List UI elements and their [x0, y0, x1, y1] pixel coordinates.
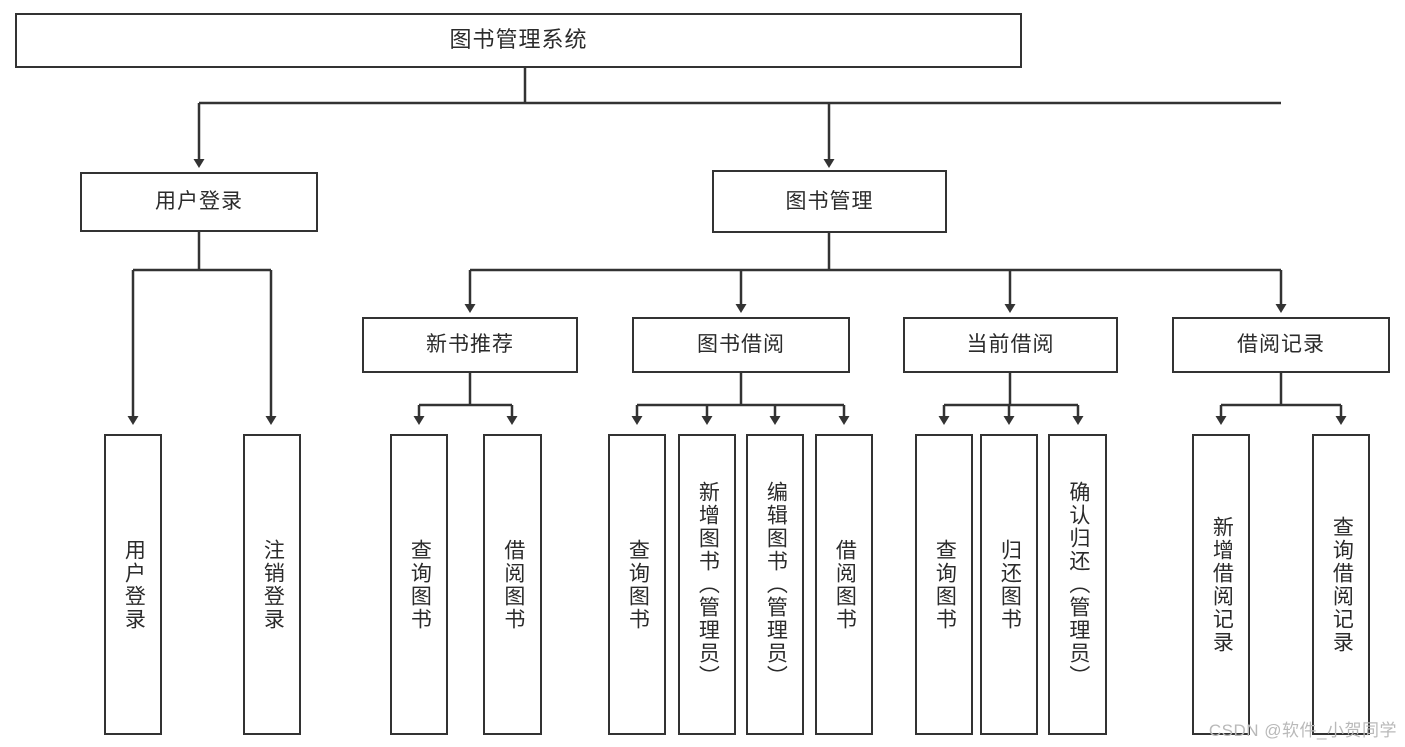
leaf-query-book-current[interactable]: 查询图书	[915, 434, 973, 735]
leaf-add-book[interactable]: 新增图书（管理员）	[678, 434, 736, 735]
leaf-query-borrow-record[interactable]: 查询借阅记录	[1312, 434, 1370, 735]
leaf-logout-login[interactable]: 注销登录	[243, 434, 301, 735]
node-new-book-recommend[interactable]: 新书推荐	[362, 317, 578, 373]
node-label: 图书借阅	[697, 333, 785, 357]
node-label: 查询图书	[408, 538, 432, 631]
leaf-add-borrow-record[interactable]: 新增借阅记录	[1192, 434, 1250, 735]
node-label: 新书推荐	[426, 333, 514, 357]
node-label: 借阅图书	[833, 538, 857, 631]
node-label: 用户登录	[122, 538, 146, 631]
leaf-return-book[interactable]: 归还图书	[980, 434, 1038, 735]
node-label: 新增借阅记录	[1210, 515, 1234, 654]
leaf-query-book-recommend[interactable]: 查询图书	[390, 434, 448, 735]
node-label: 当前借阅	[966, 333, 1055, 357]
watermark-text: CSDN @软件_小贺同学	[1208, 721, 1397, 740]
node-label: 新增图书（管理员）	[696, 481, 720, 688]
node-label: 查询图书	[933, 538, 957, 631]
node-label: 借阅记录	[1237, 333, 1325, 357]
node-label: 查询图书	[626, 538, 650, 631]
node-label: 查询借阅记录	[1330, 515, 1354, 654]
leaf-borrow-book[interactable]: 借阅图书	[815, 434, 873, 735]
leaf-borrow-book-recommend[interactable]: 借阅图书	[483, 434, 542, 735]
node-label: 图书管理系统	[449, 27, 588, 53]
node-label: 编辑图书（管理员）	[764, 481, 788, 688]
node-root-book-management-system[interactable]: 图书管理系统	[15, 13, 1022, 68]
node-label: 确认归还（管理员）	[1066, 481, 1090, 688]
leaf-query-book-borrow[interactable]: 查询图书	[608, 434, 666, 735]
node-label: 借阅图书	[501, 538, 525, 631]
leaf-user-login[interactable]: 用户登录	[104, 434, 162, 735]
node-borrow-record[interactable]: 借阅记录	[1172, 317, 1390, 373]
node-label: 用户登录	[155, 190, 243, 214]
node-label: 注销登录	[261, 538, 285, 631]
node-current-borrow[interactable]: 当前借阅	[903, 317, 1118, 373]
node-label: 归还图书	[998, 538, 1022, 631]
leaf-confirm-return[interactable]: 确认归还（管理员）	[1048, 434, 1107, 735]
leaf-edit-book[interactable]: 编辑图书（管理员）	[746, 434, 804, 735]
node-book-borrow[interactable]: 图书借阅	[632, 317, 850, 373]
node-book-management[interactable]: 图书管理	[712, 170, 947, 233]
node-user-login[interactable]: 用户登录	[80, 172, 318, 232]
node-label: 图书管理	[785, 189, 874, 213]
